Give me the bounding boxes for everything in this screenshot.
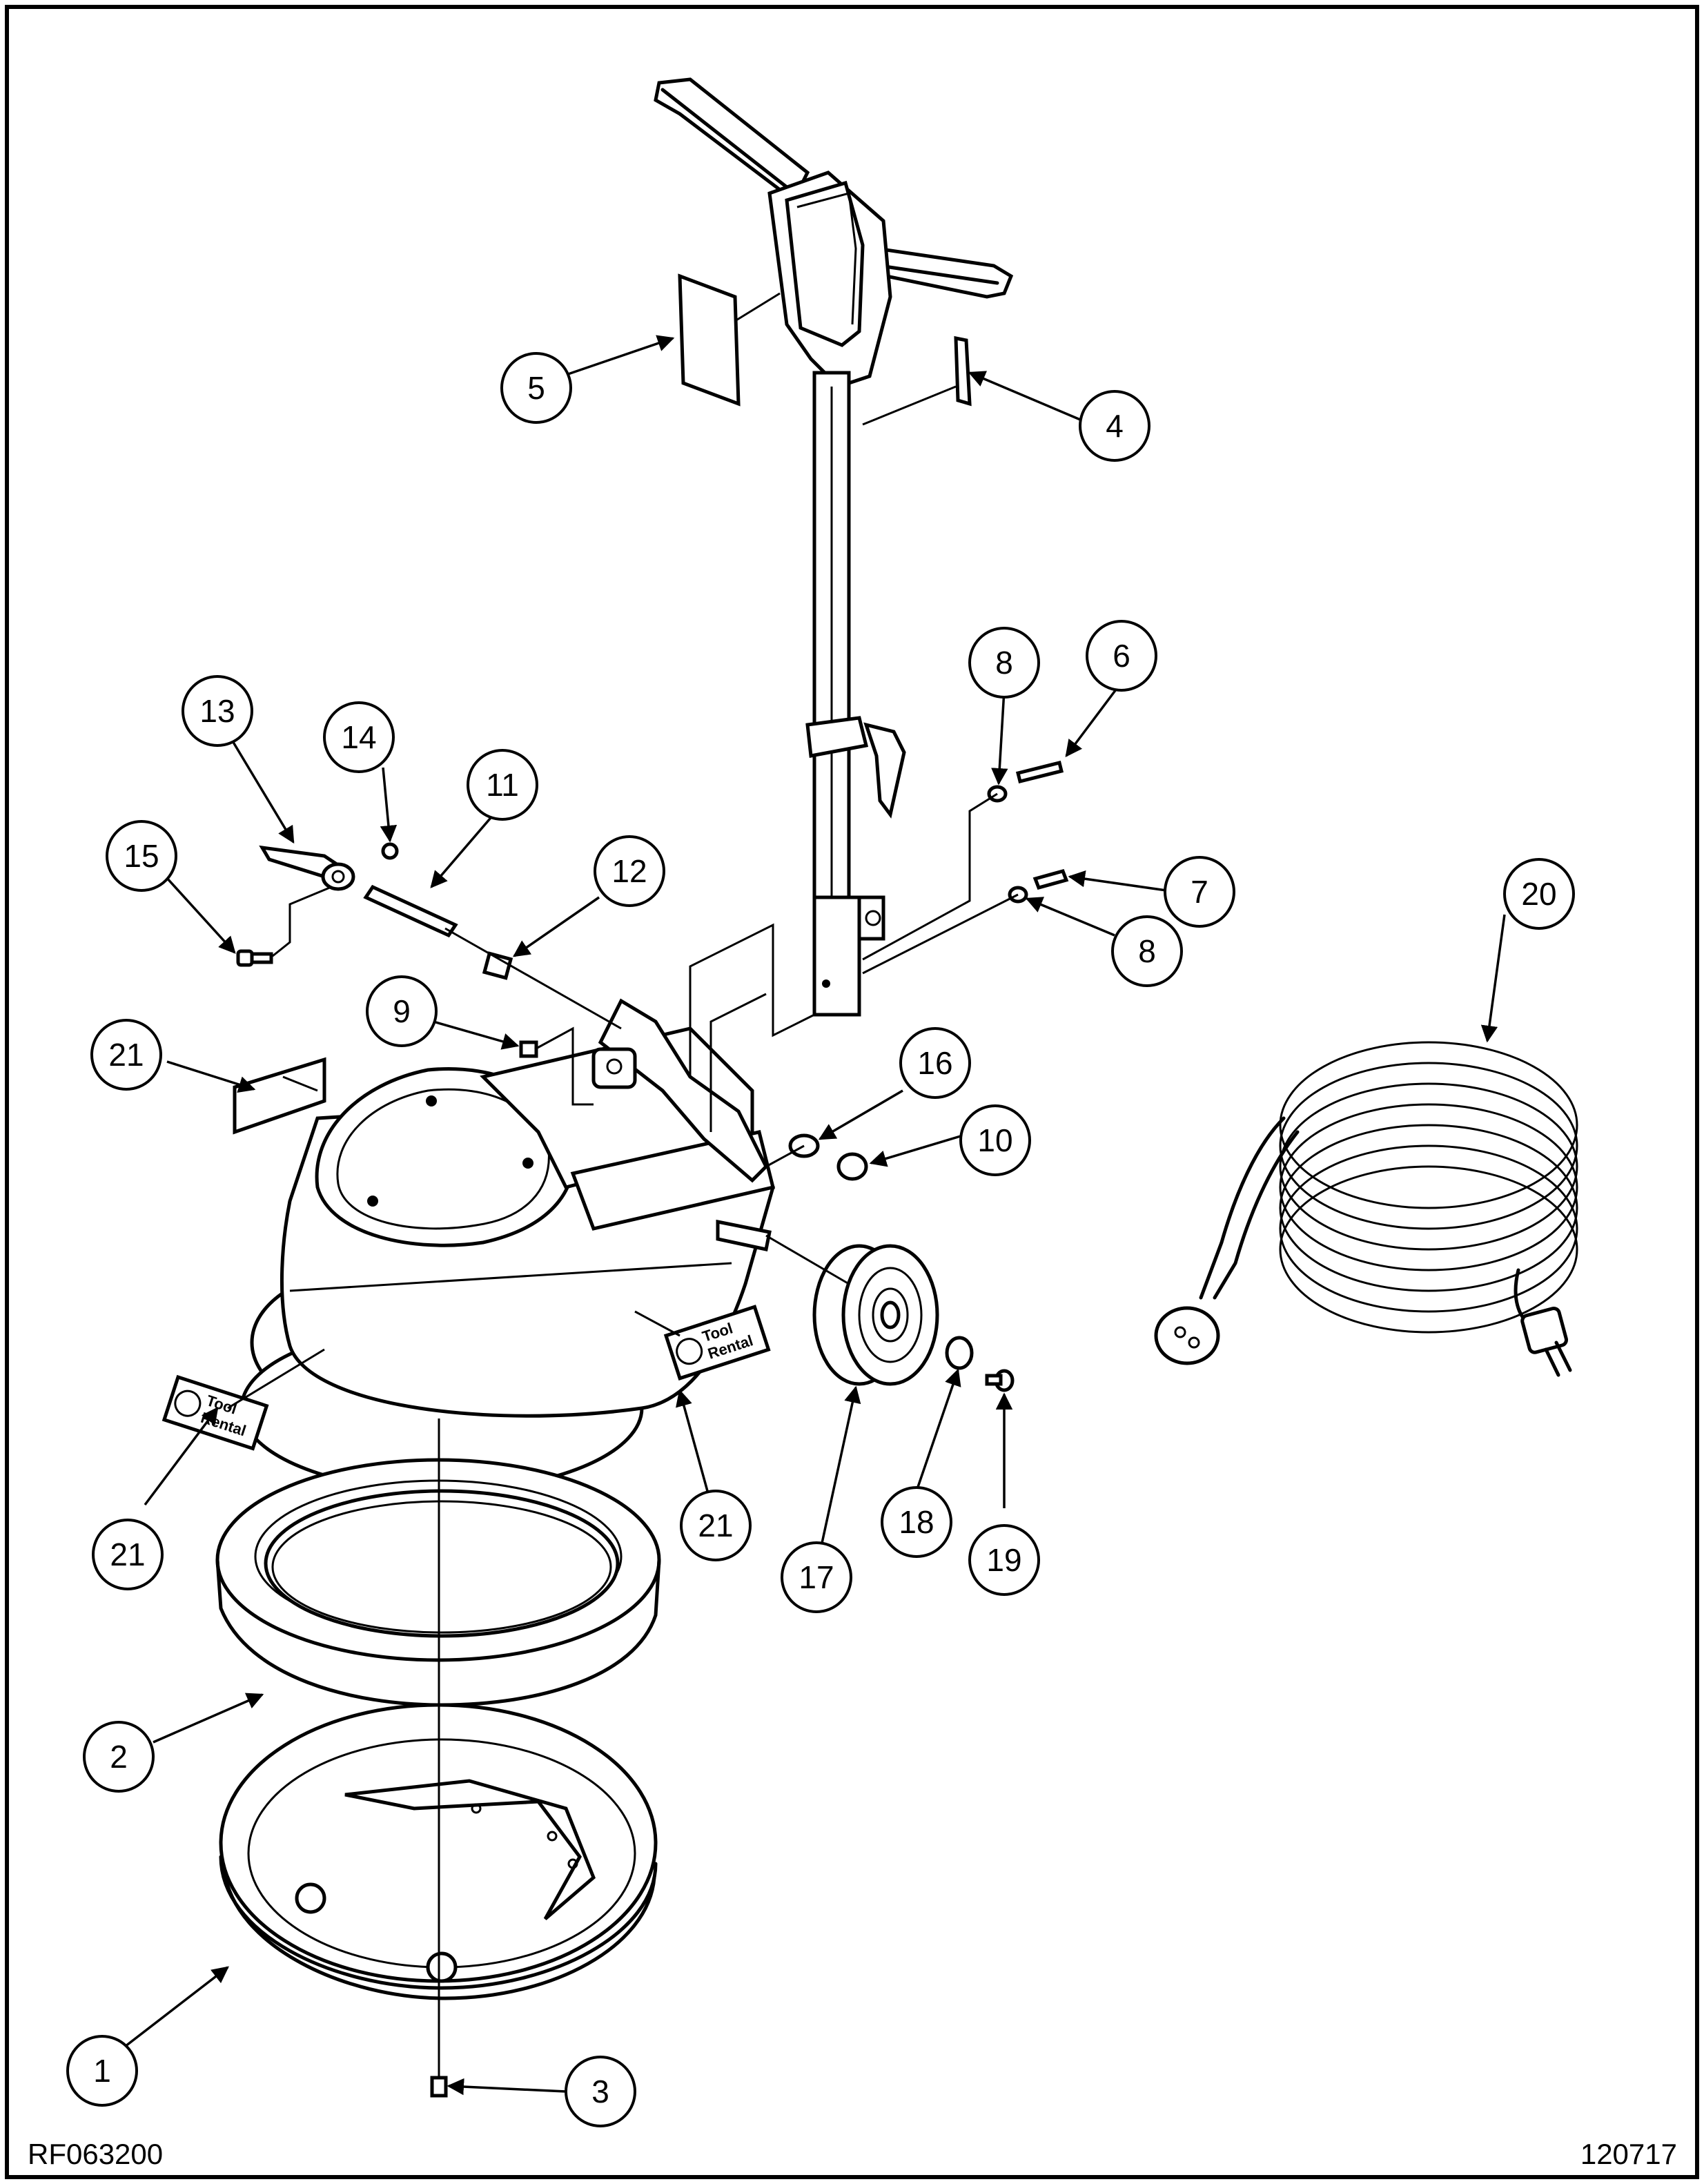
plate-bolt [430, 1988, 448, 2098]
wheel-screw [985, 1369, 1015, 1392]
svg-text:1: 1 [93, 2053, 111, 2089]
svg-text:3: 3 [591, 2074, 609, 2109]
svg-text:8: 8 [1138, 933, 1156, 969]
svg-text:6: 6 [1113, 638, 1130, 674]
callout-21-right: 21 [680, 1490, 752, 1561]
height-lever [259, 845, 355, 891]
lever-screw [236, 949, 273, 967]
page-border [5, 5, 1699, 2179]
svg-text:16: 16 [917, 1045, 952, 1081]
svg-text:9: 9 [393, 993, 411, 1029]
svg-text:10: 10 [977, 1122, 1012, 1158]
callout-11: 11 [467, 749, 538, 821]
svg-text:21: 21 [108, 1037, 144, 1073]
wheel [812, 1244, 939, 1386]
callout-19: 19 [968, 1524, 1040, 1596]
callout-7: 7 [1164, 856, 1235, 928]
svg-text:2: 2 [110, 1739, 128, 1775]
callout-21-left: 21 [92, 1519, 164, 1590]
decal-21-blank [233, 1057, 326, 1135]
drawing-number: RF063200 [28, 2138, 163, 2170]
screw-6 [1015, 760, 1064, 784]
svg-text:11: 11 [486, 767, 519, 803]
svg-text:7: 7 [1191, 874, 1208, 910]
svg-text:4: 4 [1106, 408, 1124, 444]
svg-text:13: 13 [199, 693, 235, 729]
pivot-block [482, 951, 513, 980]
callout-2: 2 [83, 1721, 155, 1793]
callout-14: 14 [323, 701, 395, 773]
callout-8-lower: 8 [1111, 915, 1183, 987]
callouts: 1 2 3 4 5 6 7 8 8 9 10 11 12 13 14 15 16… [66, 352, 1575, 2127]
callout-15: 15 [106, 820, 177, 892]
callout-5: 5 [500, 352, 572, 424]
svg-text:8: 8 [995, 645, 1013, 681]
decal-5 [678, 273, 741, 407]
callout-13: 13 [182, 675, 253, 747]
svg-text:20: 20 [1521, 876, 1556, 912]
revision-code: 120717 [1580, 2138, 1677, 2170]
svg-text:21: 21 [110, 1537, 145, 1572]
hex-nut-10 [836, 1152, 868, 1181]
decal-4 [954, 335, 972, 407]
callout-21-top: 21 [90, 1019, 162, 1091]
callout-6: 6 [1086, 620, 1157, 692]
callout-18: 18 [881, 1486, 952, 1558]
callout-12: 12 [594, 835, 665, 907]
callout-16: 16 [899, 1027, 971, 1099]
hex-nut-9 [519, 1040, 538, 1058]
svg-text:21: 21 [698, 1508, 733, 1543]
screw-7 [1032, 868, 1069, 890]
svg-text:18: 18 [899, 1504, 934, 1540]
power-cord [1154, 1041, 1578, 1377]
callout-4: 4 [1079, 390, 1150, 462]
callout-3: 3 [565, 2056, 636, 2127]
callout-1: 1 [66, 2035, 138, 2107]
handle-assembly [654, 77, 1014, 389]
tool-rental-decal-right: Tool Rental [663, 1305, 771, 1381]
handle-tube [805, 371, 906, 1017]
wheel-washer [945, 1336, 974, 1370]
svg-text:14: 14 [341, 719, 376, 755]
svg-text:12: 12 [611, 853, 647, 889]
callout-17: 17 [781, 1541, 852, 1613]
leader-lines [112, 292, 1506, 2096]
callout-10: 10 [959, 1104, 1031, 1176]
svg-text:17: 17 [799, 1559, 834, 1595]
callout-20: 20 [1503, 858, 1575, 930]
svg-text:5: 5 [527, 370, 545, 406]
callout-9: 9 [366, 975, 438, 1047]
callout-8-upper: 8 [968, 627, 1040, 699]
motor-housing [239, 998, 776, 1493]
pivot-pin [363, 884, 458, 938]
lever-nut [381, 842, 399, 860]
svg-text:15: 15 [124, 838, 159, 874]
svg-text:19: 19 [986, 1542, 1021, 1578]
